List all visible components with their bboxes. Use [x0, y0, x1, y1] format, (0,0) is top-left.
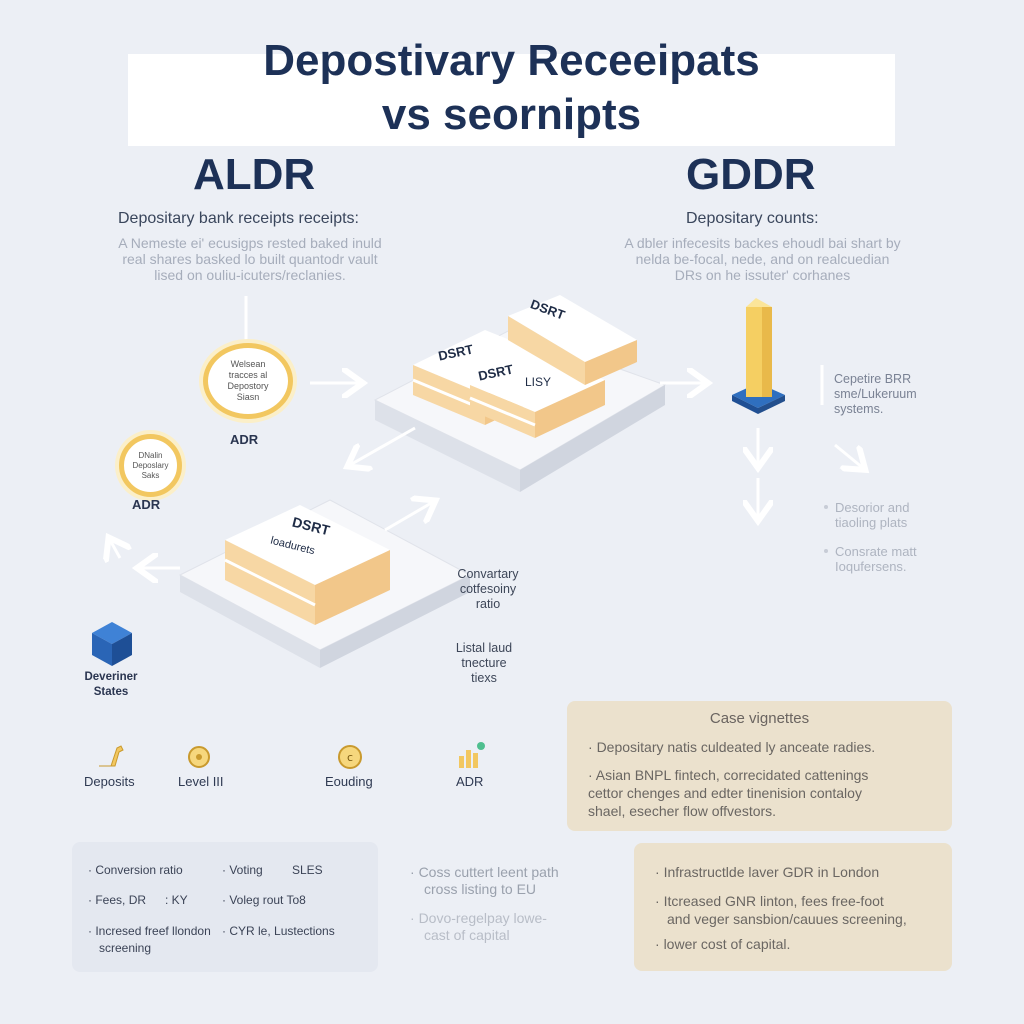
eouding-icon: c: [338, 745, 362, 769]
deposits-label: Deposits: [84, 774, 135, 789]
title-line-1: Depostivary Receeipats: [263, 36, 760, 85]
right-blurb: A dbler infecesits backes ehoudl bai sha…: [624, 235, 901, 283]
deposits-icon: [99, 745, 124, 767]
left-blurb: A Nemeste ei' ecusigps rested baked inul…: [118, 235, 382, 283]
bottom-stack: [224, 505, 390, 625]
eouding-label: Eouding: [325, 774, 373, 789]
br-item-2: · Itcreased GNR linton, fees free-foot a…: [655, 893, 907, 927]
stack-label-4: LISY: [525, 375, 552, 389]
case-vignettes-title: Case vignettes: [709, 710, 810, 727]
svg-text:c: c: [347, 751, 353, 764]
right-heading: GDDR: [686, 150, 816, 199]
right-subheading: Depositary counts:: [686, 210, 819, 227]
adr-coin-small-label: ADR: [132, 497, 161, 512]
level-icon: [188, 746, 210, 768]
adr-coin-large-label: ADR: [230, 432, 259, 447]
case-vignettes-item-2: · Asian BNPL fintech, correcidated catte…: [588, 767, 869, 819]
bl-row-1-a: · Conversion ratio: [88, 863, 183, 877]
left-subheading: Depositary bank receipts receipts:: [118, 210, 359, 227]
bl-row-1-c: SLES: [292, 863, 323, 877]
blue-cube: [92, 622, 132, 666]
br-item-3: · lower cost of capital.: [655, 936, 791, 952]
top-stack-c: [508, 295, 637, 385]
title-line-2: vs seornipts: [381, 90, 642, 139]
case-vignettes-item-1: · Depositary natis culdeated ly anceate …: [588, 739, 876, 755]
level-label: Level III: [178, 774, 224, 789]
bl-last-line: screening: [99, 941, 152, 955]
bottom-left-card: [72, 842, 378, 972]
title-banner: [128, 54, 895, 146]
bl-row-3-a: · Incresed freef llondon: [88, 924, 211, 938]
case-vignettes-card: [567, 701, 952, 831]
adr-chart-icon: [459, 742, 485, 768]
br-item-1: · Infrastructlde laver GDR in London: [655, 864, 880, 880]
bl-row-1-b: · Voting: [222, 863, 263, 877]
bottom-mid-item-2: · Dovo-regelpay lowe- cast of capital: [410, 910, 547, 943]
bottom-right-card: [634, 843, 952, 971]
page-title: Depostivary Receeipats vs seornipts: [128, 34, 895, 142]
bl-row-2-b: : KY: [165, 893, 188, 907]
bl-row-2-a: · Fees, DR: [88, 893, 147, 907]
bl-row-3-b: · CYR le, Lustections: [222, 924, 335, 938]
pillar: [732, 298, 785, 414]
adr-chart-label: ADR: [456, 774, 484, 789]
bottom-mid-item-1: · Coss cuttert leent path cross listing …: [410, 864, 559, 897]
left-heading: ALDR: [193, 150, 316, 199]
flow-arrows: [110, 296, 863, 568]
bl-row-2-c: · Voleg rout To8: [222, 893, 306, 907]
